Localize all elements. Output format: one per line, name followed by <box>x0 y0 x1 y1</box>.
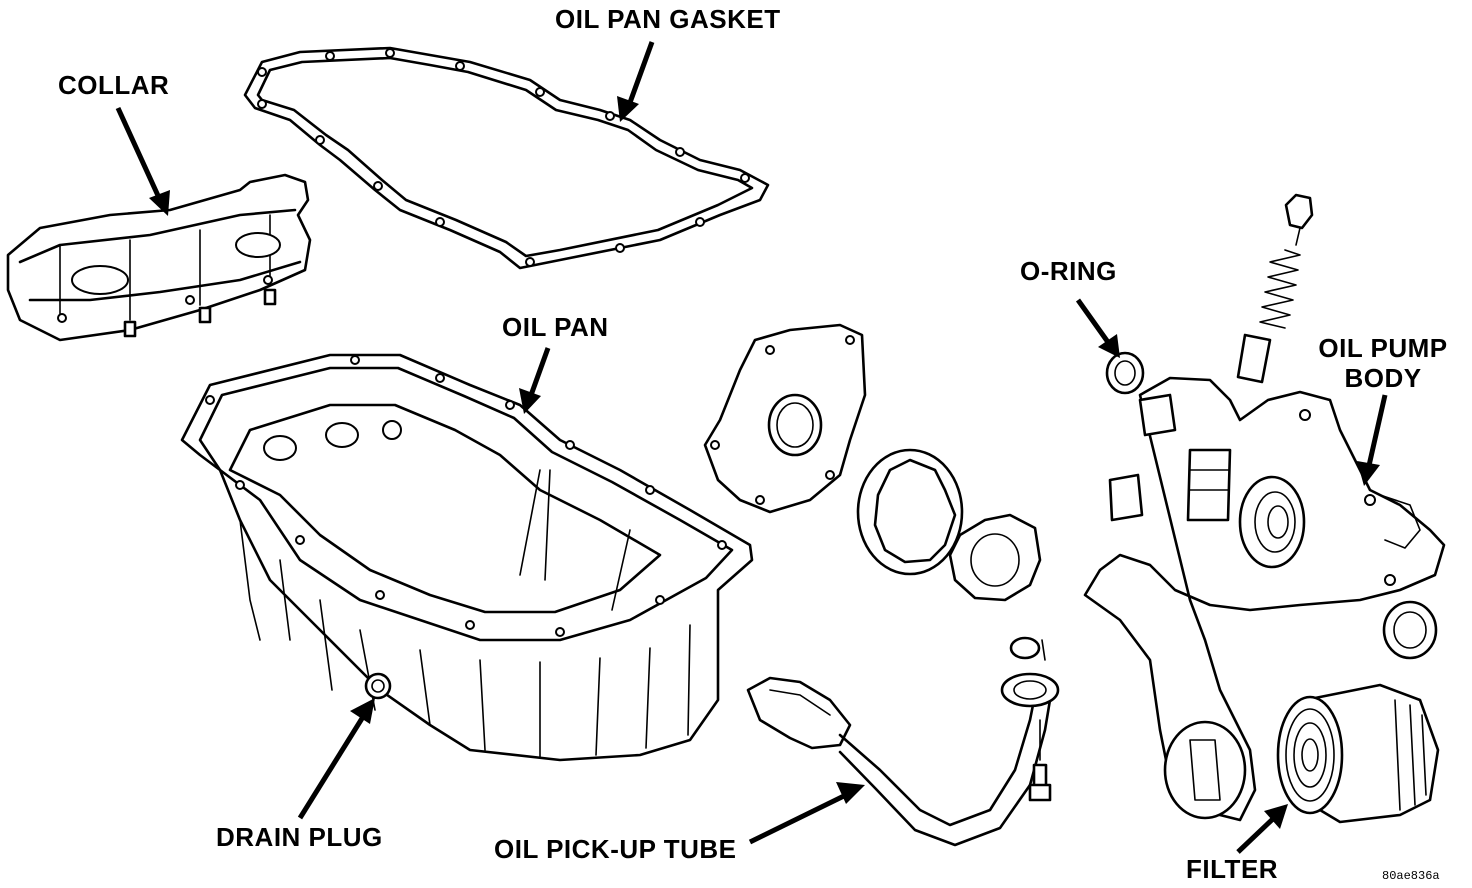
oil-pick-up-tube <box>746 636 1060 847</box>
relief-valve-cap <box>1284 193 1314 246</box>
relief-valve-plunger <box>1236 333 1272 384</box>
arrow-oil-pump-body <box>1357 394 1388 486</box>
figure-code: 80ae836a <box>1382 869 1440 883</box>
oil-pan <box>180 353 754 762</box>
arrow-filter <box>1236 804 1288 854</box>
drain-plug <box>364 672 392 700</box>
oil-pan-gasket <box>243 46 770 270</box>
label-oil-pump-body-line1: OIL PUMP <box>1318 333 1448 363</box>
label-filter: FILTER <box>1186 854 1279 884</box>
arrow-o-ring <box>1075 298 1120 358</box>
arrow-oil-pan-gasket <box>617 41 655 122</box>
label-oil-pump-body: OIL PUMP BODY <box>1312 333 1454 394</box>
label-oil-pump-body-line2: BODY <box>1344 362 1422 393</box>
arrow-oil-pick-up-tube <box>748 782 865 845</box>
label-oil-pan: OIL PAN <box>502 312 609 342</box>
o-ring <box>1105 351 1145 395</box>
pump-cover-plate <box>703 323 867 514</box>
label-drain-plug: DRAIN PLUG <box>216 822 383 852</box>
label-collar: COLLAR <box>58 70 170 100</box>
oil-filter <box>1276 683 1440 824</box>
outer-rotor <box>856 448 964 576</box>
inner-rotor <box>948 513 1042 602</box>
oil-pump-body <box>1083 376 1446 822</box>
label-oil-pan-gasket: OIL PAN GASKET <box>555 4 781 34</box>
label-o-ring: O-RING <box>1020 256 1117 286</box>
collar <box>6 173 312 342</box>
arrow-drain-plug <box>297 698 375 820</box>
relief-valve-spring <box>1259 249 1301 329</box>
arrow-collar <box>115 106 170 216</box>
arrow-oil-pan <box>519 347 551 414</box>
label-oil-pick-up-tube: OIL PICK-UP TUBE <box>494 834 737 864</box>
